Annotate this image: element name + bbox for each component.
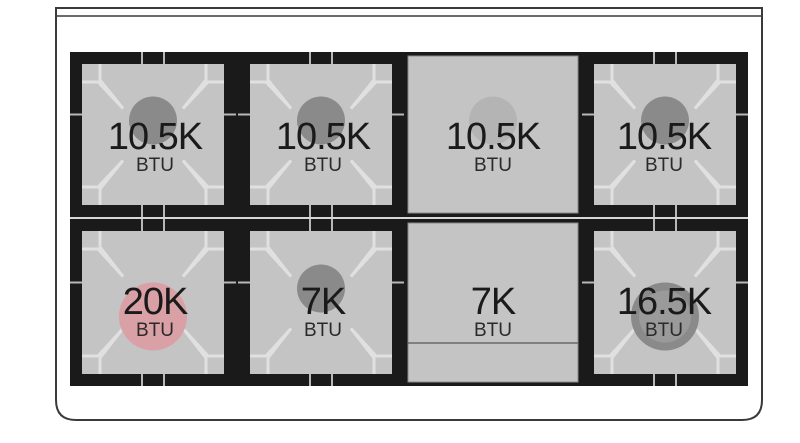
- burner-inner-8: [639, 290, 691, 343]
- grate-finger-8: [594, 327, 637, 358]
- burner-6: [297, 264, 345, 313]
- grate-finger-2: [250, 80, 293, 110]
- grate-finger-1: [82, 80, 125, 110]
- grate-finger-6: [349, 247, 392, 278]
- grate-finger-2: [349, 80, 392, 110]
- grate-finger-4: [693, 80, 736, 110]
- burner-3: [469, 96, 517, 145]
- burner-4: [641, 96, 689, 145]
- grate-finger-5: [181, 327, 224, 358]
- grate-finger-1: [181, 159, 224, 189]
- grate-finger-6: [250, 327, 293, 358]
- grate-finger-8: [693, 327, 736, 358]
- grate-finger-5: [82, 327, 125, 358]
- grate-finger-1: [181, 80, 224, 110]
- grate-finger-4: [594, 159, 637, 189]
- burner-5: [119, 282, 187, 351]
- grate-finger-5: [181, 247, 224, 278]
- grate-finger-5: [82, 247, 125, 278]
- grate-finger-4: [693, 159, 736, 189]
- grate-finger-2: [349, 159, 392, 189]
- grate-finger-6: [250, 247, 293, 278]
- grate-finger-2: [250, 159, 293, 189]
- grate-finger-1: [82, 159, 125, 189]
- grate-finger-4: [594, 80, 637, 110]
- grate-finger-8: [693, 247, 736, 278]
- grate-finger-6: [349, 327, 392, 358]
- griddle-plate-7: [407, 222, 579, 383]
- burner-1: [129, 96, 177, 145]
- grate-finger-8: [594, 247, 637, 278]
- grates-layer: [70, 52, 748, 386]
- burner-2: [297, 96, 345, 145]
